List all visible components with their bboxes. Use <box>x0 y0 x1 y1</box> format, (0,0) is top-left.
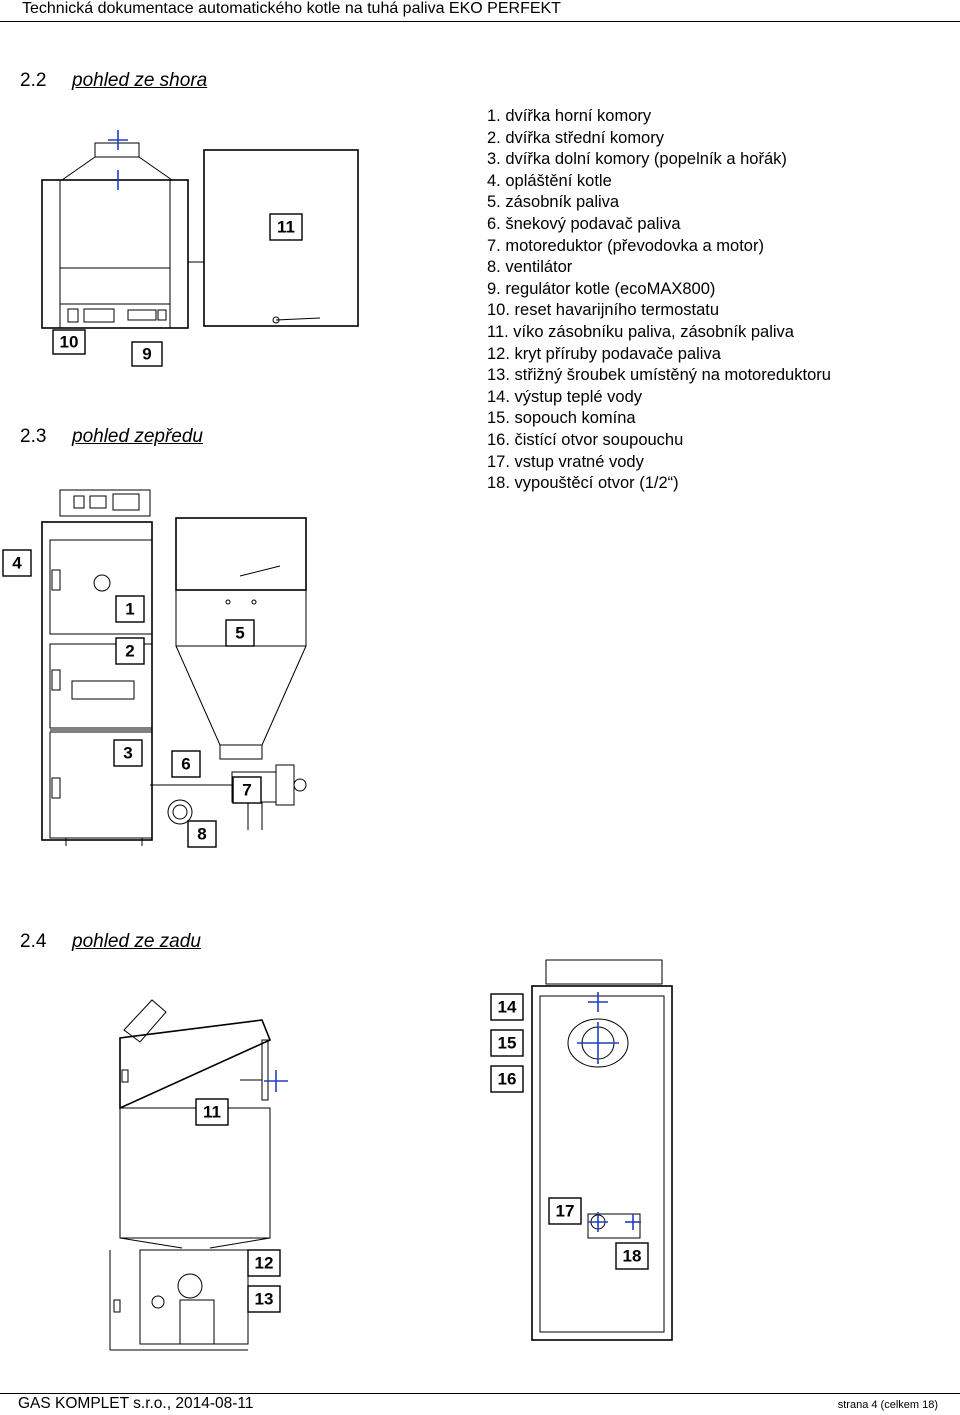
svg-text:16: 16 <box>498 1070 517 1089</box>
callout-15: 15 <box>490 1029 524 1057</box>
section-number: 2.2 <box>20 70 47 91</box>
callout-2: 2 <box>115 637 145 665</box>
svg-text:13: 13 <box>255 1290 274 1309</box>
callout-11-back: 11 <box>195 1098 229 1126</box>
svg-text:18: 18 <box>623 1247 642 1266</box>
callout-17: 17 <box>548 1197 582 1225</box>
side-view-drawing <box>109 999 288 1351</box>
callout-6: 6 <box>171 750 201 778</box>
svg-text:3: 3 <box>123 744 132 763</box>
section-title: pohled zepředu <box>72 426 203 447</box>
legend-item: 1. dvířka horní komory <box>487 107 652 125</box>
svg-text:8: 8 <box>197 825 206 844</box>
legend-item: 3. dvířka dolní komory (popelník a hořák… <box>487 150 787 169</box>
parts-legend: 1. dvířka horní komory 2. dvířka střední… <box>487 106 831 495</box>
section-top-view: 2.2 pohled ze shora <box>20 70 207 92</box>
svg-text:4: 4 <box>12 554 22 573</box>
svg-text:17: 17 <box>556 1202 575 1221</box>
svg-text:1: 1 <box>125 600 134 619</box>
svg-text:7: 7 <box>242 781 251 800</box>
callout-13: 13 <box>247 1285 281 1313</box>
legend-item: 2. dvířka střední komory <box>487 128 664 147</box>
legend-item: 10. reset havarijního termostatu <box>487 301 720 320</box>
callout-7: 7 <box>232 776 262 804</box>
legend-item: 8. ventilátor <box>487 258 573 277</box>
svg-text:6: 6 <box>181 755 190 774</box>
legend-item: 4. opláštění kotle <box>487 171 612 190</box>
svg-text:2: 2 <box>125 642 134 661</box>
document-header: Technická dokumentace automatického kotl… <box>22 0 561 17</box>
callout-4: 4 <box>2 549 32 577</box>
legend-item: 6. šnekový podavač paliva <box>487 214 681 233</box>
svg-text:14: 14 <box>498 998 517 1017</box>
front-view-drawing <box>41 489 307 846</box>
header-rule <box>0 21 960 22</box>
legend-item: 17. vstup vratné vody <box>487 452 644 471</box>
legend-item: 18. vypouštěcí otvor (1/2“) <box>487 474 679 493</box>
callout-12: 12 <box>247 1249 281 1277</box>
legend-item: 7. motoreduktor (převodovka a motor) <box>487 236 764 255</box>
callout-1: 1 <box>115 595 145 623</box>
footer-rule <box>0 1393 960 1394</box>
legend-item: 14. výstup teplé vody <box>487 387 643 406</box>
legend-item: 5. zásobník paliva <box>487 193 620 212</box>
callout-5: 5 <box>225 619 255 647</box>
legend-item: 16. čistící otvor soupouchu <box>487 430 684 449</box>
svg-text:11: 11 <box>203 1103 221 1122</box>
svg-text:11: 11 <box>277 218 295 237</box>
callout-10: 10 <box>52 329 86 355</box>
section-number: 2.4 <box>20 931 47 952</box>
legend-item: 12. kryt příruby podavače paliva <box>487 344 721 363</box>
svg-text:10: 10 <box>60 333 79 352</box>
callout-18: 18 <box>615 1242 649 1270</box>
footer-page-number: strana 4 (celkem 18) <box>837 1399 938 1411</box>
footer-company: GAS KOMPLET s.r.o., 2014-08-11 <box>18 1395 254 1412</box>
section-title: pohled ze shora <box>72 70 208 91</box>
legend-item: 13. střižný šroubek umístěný na motoredu… <box>487 366 831 385</box>
callout-3: 3 <box>113 739 143 767</box>
callout-8: 8 <box>187 820 217 848</box>
top-view-drawing <box>41 130 359 329</box>
rear-view-drawing <box>531 959 673 1341</box>
svg-text:12: 12 <box>255 1254 274 1273</box>
svg-text:15: 15 <box>498 1034 517 1053</box>
callout-16: 16 <box>490 1065 524 1093</box>
svg-text:9: 9 <box>142 345 151 364</box>
svg-text:5: 5 <box>235 624 244 643</box>
callout-14: 14 <box>490 993 524 1021</box>
section-front-view: 2.3 pohled zepředu <box>20 426 203 448</box>
section-title: pohled ze zadu <box>72 931 201 952</box>
legend-item: 15. sopouch komína <box>487 409 636 428</box>
callout-9: 9 <box>131 341 163 367</box>
section-back-view: 2.4 pohled ze zadu <box>20 931 201 953</box>
callout-11: 11 <box>269 213 303 241</box>
section-number: 2.3 <box>20 426 47 447</box>
legend-item: 11. víko zásobníku paliva, zásobník pali… <box>487 322 794 341</box>
legend-item: 9. regulátor kotle (ecoMAX800) <box>487 279 716 298</box>
